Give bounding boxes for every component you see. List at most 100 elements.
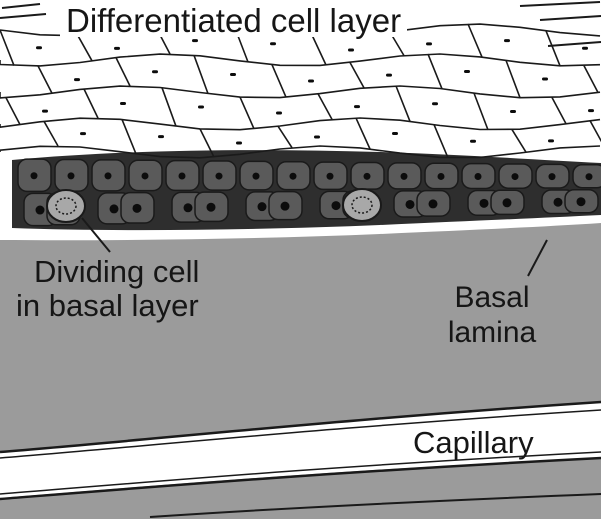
cell-boundary bbox=[0, 118, 600, 130]
cell-nucleus bbox=[406, 200, 415, 209]
flat-cell-nucleus bbox=[230, 73, 236, 76]
label-basal-lamina-line2: lamina bbox=[424, 318, 560, 348]
cell-boundary bbox=[474, 93, 488, 130]
cell-nucleus bbox=[184, 203, 193, 212]
cell-nucleus bbox=[216, 173, 223, 180]
cell-boundary bbox=[584, 66, 598, 93]
flat-cell-nucleus bbox=[120, 102, 126, 105]
cell-boundary bbox=[356, 118, 370, 149]
cell-nucleus bbox=[258, 202, 267, 211]
flat-cell-nucleus bbox=[152, 70, 158, 73]
cell-nucleus bbox=[332, 201, 341, 210]
cell-boundary bbox=[428, 54, 442, 89]
cell-boundary bbox=[318, 94, 332, 120]
label-dividing-cell-line1: Dividing cell bbox=[34, 256, 199, 287]
cell-nucleus bbox=[142, 172, 149, 179]
flat-cell-nucleus bbox=[432, 102, 438, 105]
flat-cell-nucleus bbox=[386, 74, 392, 77]
cell-nucleus bbox=[577, 197, 586, 206]
cell-boundary bbox=[38, 66, 52, 93]
cell-nucleus bbox=[105, 172, 112, 179]
cell-nucleus bbox=[110, 204, 119, 213]
flat-cell-nucleus bbox=[74, 78, 80, 81]
cell-nucleus bbox=[480, 199, 489, 208]
cell-boundary bbox=[0, 30, 14, 66]
cell-nucleus bbox=[290, 173, 297, 180]
surface-squame bbox=[2, 4, 40, 8]
flat-cell-nucleus bbox=[504, 39, 510, 42]
label-basal-lamina-line1: Basal bbox=[437, 283, 547, 313]
surface-squame bbox=[548, 42, 601, 46]
cell-boundary bbox=[590, 121, 601, 147]
flat-cell-nucleus bbox=[470, 140, 476, 143]
flat-cell-nucleus bbox=[158, 135, 164, 138]
label-differentiated-cell-layer: Differentiated cell layer bbox=[60, 4, 407, 37]
cell-boundary bbox=[468, 24, 482, 57]
cell-boundary bbox=[44, 121, 58, 146]
cell-nucleus bbox=[327, 173, 334, 180]
cell-nucleus bbox=[549, 173, 556, 180]
cell-boundary bbox=[0, 86, 600, 98]
flat-cell-nucleus bbox=[314, 135, 320, 138]
flat-cell-nucleus bbox=[542, 78, 548, 81]
cell-boundary bbox=[546, 31, 560, 66]
cell-nucleus bbox=[364, 173, 371, 180]
cell-nucleus bbox=[31, 172, 38, 179]
cell-nucleus bbox=[438, 173, 445, 180]
flat-cell-nucleus bbox=[348, 48, 354, 51]
cell-nucleus bbox=[586, 173, 593, 180]
label-dividing-cell-line2: in basal layer bbox=[16, 290, 199, 321]
cell-boundary bbox=[122, 119, 136, 153]
cell-nucleus bbox=[253, 173, 260, 180]
cell-boundary bbox=[552, 98, 566, 124]
flat-cell-nucleus bbox=[80, 132, 86, 135]
cell-nucleus bbox=[475, 173, 482, 180]
cell-nucleus bbox=[281, 202, 290, 211]
label-capillary: Capillary bbox=[413, 427, 534, 458]
basal-cell-layer bbox=[12, 150, 601, 230]
cell-nucleus bbox=[207, 203, 216, 212]
flat-cell-nucleus bbox=[236, 141, 242, 144]
cell-boundary bbox=[512, 130, 526, 153]
cell-boundary bbox=[240, 97, 254, 129]
cell-nucleus bbox=[401, 173, 408, 180]
flat-cell-nucleus bbox=[582, 47, 588, 50]
cell-nucleus bbox=[68, 172, 75, 179]
flat-cell-nucleus bbox=[308, 79, 314, 82]
flat-cell-nucleus bbox=[198, 106, 204, 109]
cell-nucleus bbox=[36, 206, 45, 215]
cell-nucleus bbox=[503, 198, 512, 207]
cell-boundary bbox=[312, 35, 326, 65]
cell-boundary bbox=[350, 63, 364, 88]
cell-boundary bbox=[506, 60, 520, 97]
dividing-cell bbox=[47, 190, 85, 222]
surface-squame bbox=[540, 16, 601, 20]
flat-cell-nucleus bbox=[588, 109, 594, 112]
flat-cell-nucleus bbox=[42, 110, 48, 113]
flat-cell-nucleus bbox=[464, 70, 470, 73]
flat-cell-nucleus bbox=[548, 139, 554, 142]
flat-cell-nucleus bbox=[510, 110, 516, 113]
flat-cell-nucleus bbox=[114, 47, 120, 50]
surface-squame bbox=[520, 2, 600, 6]
flat-cell-nucleus bbox=[426, 42, 432, 45]
cell-boundary bbox=[434, 125, 448, 158]
cell-nucleus bbox=[429, 199, 438, 208]
dividing-cell bbox=[343, 189, 381, 221]
cell-boundary bbox=[162, 88, 176, 127]
cell-boundary bbox=[278, 126, 292, 148]
cell-boundary bbox=[194, 55, 208, 93]
flat-cell-nucleus bbox=[36, 46, 42, 49]
flat-cell-nucleus bbox=[192, 39, 198, 42]
cell-boundary bbox=[78, 36, 92, 61]
cell-nucleus bbox=[554, 198, 563, 207]
cell-nucleus bbox=[179, 173, 186, 180]
cell-boundary bbox=[116, 58, 130, 86]
cell-boundary bbox=[272, 65, 286, 98]
cell-boundary bbox=[84, 89, 98, 118]
surface-squame bbox=[0, 14, 46, 18]
cell-nucleus bbox=[512, 173, 519, 180]
cell-boundary bbox=[6, 98, 20, 125]
flat-cell-nucleus bbox=[354, 105, 360, 108]
